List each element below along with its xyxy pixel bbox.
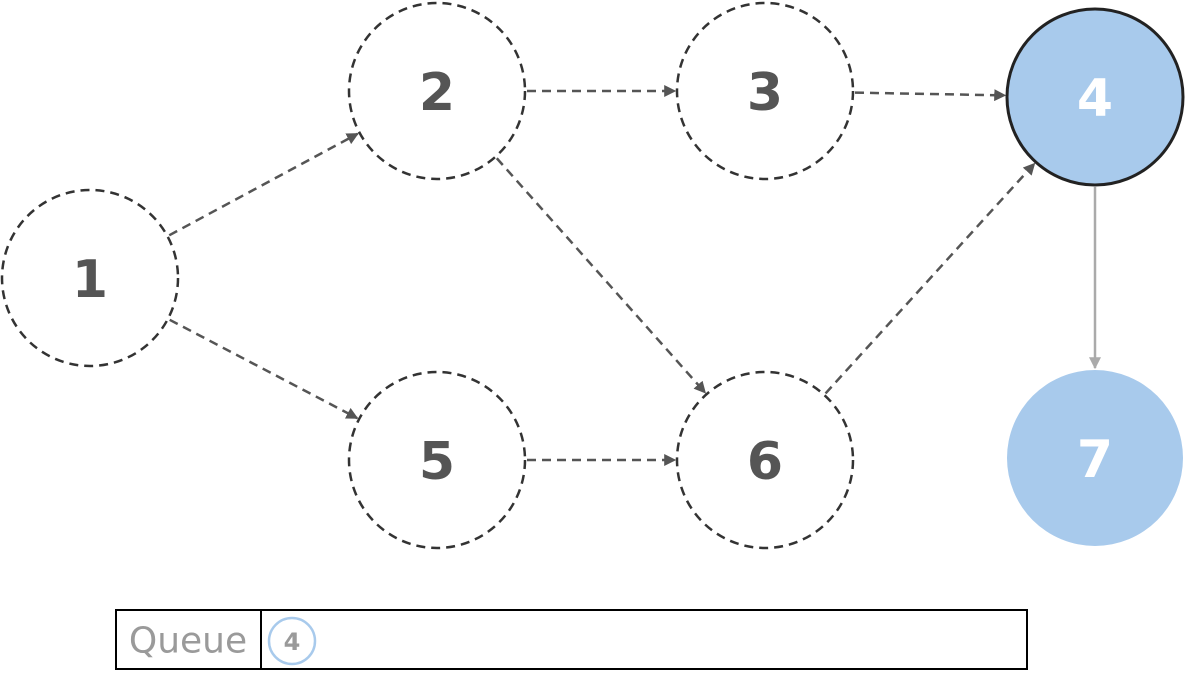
node-7[interactable]: 7: [1007, 370, 1183, 546]
node-7-label: 7: [1077, 430, 1113, 490]
node-2-circle: [347, 1, 527, 181]
node-4-circle: [1005, 7, 1185, 187]
edge-6-4: [824, 162, 1036, 395]
node-5-circle: [347, 370, 527, 550]
queue-items: 4: [267, 616, 317, 666]
queue-item: 4: [267, 616, 317, 666]
node-5-label: 5: [419, 432, 455, 492]
queue-box: [115, 609, 1028, 670]
queue-item-circle: [267, 616, 317, 666]
node-1[interactable]: 1: [0, 188, 180, 368]
queue-label: Queue: [129, 621, 247, 662]
queue-item-label: 4: [284, 628, 301, 656]
edge-2-6: [495, 157, 707, 394]
node-7-circle: [1007, 370, 1183, 546]
edge-1-2: [168, 132, 359, 237]
node-5[interactable]: 5: [347, 370, 527, 550]
queue-panel: Queue 4: [115, 609, 1028, 670]
edge-3-4: [854, 89, 1007, 102]
node-6-label: 6: [747, 432, 783, 492]
node-3-circle: [675, 1, 855, 181]
node-1-circle: [0, 188, 180, 368]
node-4-label: 4: [1077, 69, 1113, 129]
edges: [168, 85, 1101, 466]
node-2[interactable]: 2: [347, 1, 527, 181]
node-1-label: 1: [72, 250, 108, 310]
node-4[interactable]: 4: [1005, 7, 1185, 187]
node-6[interactable]: 6: [675, 370, 855, 550]
node-3-label: 3: [747, 63, 783, 123]
node-3[interactable]: 3: [675, 1, 855, 181]
node-2-label: 2: [419, 63, 455, 123]
nodes: 1 2 3 4 5 6 7: [0, 1, 1185, 550]
node-6-circle: [675, 370, 855, 550]
edge-1-5: [169, 318, 359, 420]
